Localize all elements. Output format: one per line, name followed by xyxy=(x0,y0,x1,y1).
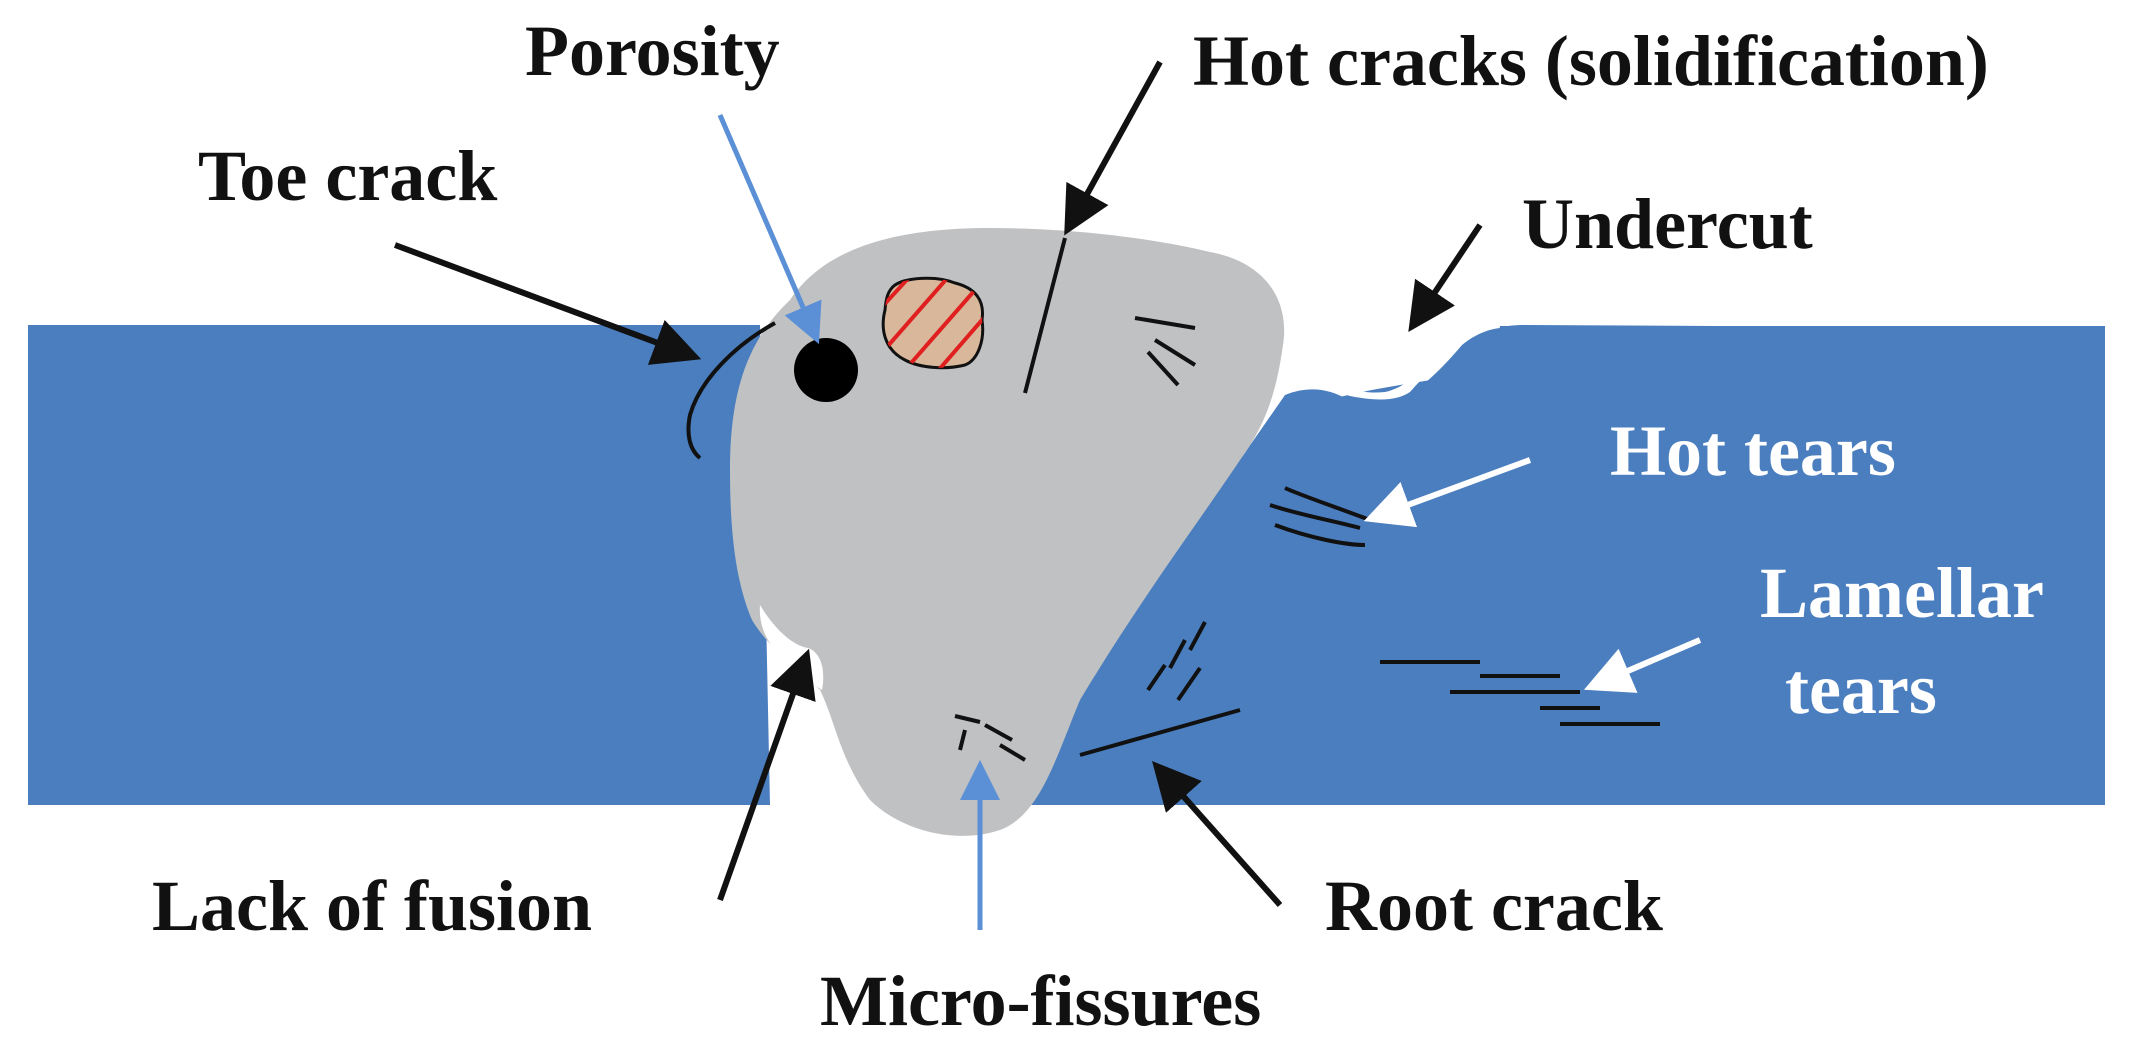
undercut-notch xyxy=(1292,322,1500,400)
hot-tears-lines xyxy=(1269,486,1371,547)
hot-tears-arrow xyxy=(1363,457,1532,528)
toe-crack-arc xyxy=(686,321,776,460)
toe-crack-arrow xyxy=(393,242,702,365)
weld-fissures-upper xyxy=(1134,316,1197,387)
undercut-arrow xyxy=(1408,223,1483,332)
micro-fissure-lines xyxy=(954,714,1027,762)
label-undercut: Undercut xyxy=(1522,184,1813,264)
lamellar-tears-arrow xyxy=(1583,637,1702,693)
label-toe-crack: Toe crack xyxy=(198,136,497,216)
root-side-cracks xyxy=(1079,621,1241,757)
hot-cracks-arrow xyxy=(1064,60,1163,236)
label-lamellar-line2: tears xyxy=(1785,649,1937,729)
lack-of-fusion-arrow xyxy=(717,648,816,902)
porosity-pore xyxy=(794,338,858,402)
label-hot-tears: Hot tears xyxy=(1610,411,1896,491)
label-lack-of-fusion: Lack of fusion xyxy=(152,866,592,946)
label-hot-cracks: Hot cracks (solidification) xyxy=(1193,21,1989,101)
hot-crack-line xyxy=(1023,237,1067,394)
label-lamellar-line1: Lamellar xyxy=(1760,553,2044,633)
root-crack-arrow xyxy=(1152,761,1283,907)
base-plate-left xyxy=(28,325,770,805)
label-root-crack: Root crack xyxy=(1325,866,1663,946)
label-micro-fissures: Micro-fissures xyxy=(820,961,1261,1041)
weld-bead xyxy=(730,228,1285,836)
porosity-arrow xyxy=(717,114,822,345)
lamellar-tears-lines xyxy=(1380,660,1660,726)
base-plate-right xyxy=(1000,325,2105,805)
label-porosity: Porosity xyxy=(525,11,780,91)
